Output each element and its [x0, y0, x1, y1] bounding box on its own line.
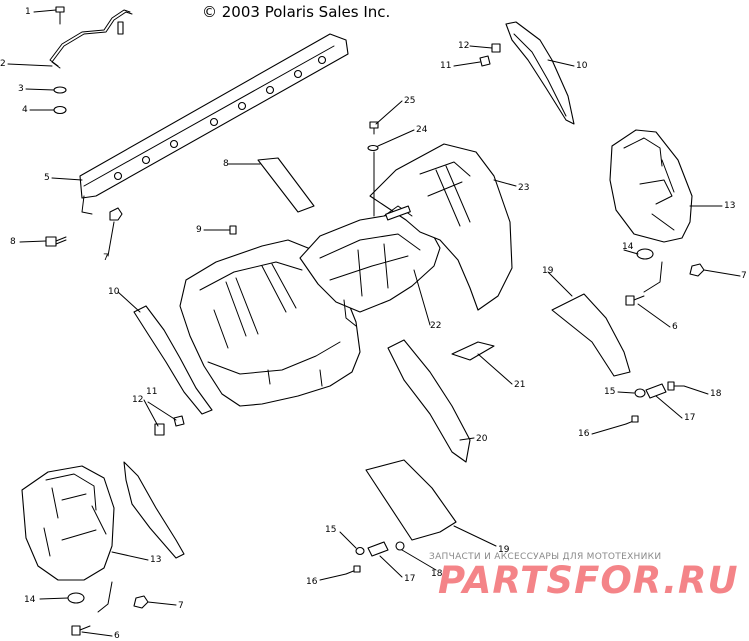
callout-18-right: 18 — [710, 389, 722, 399]
part-grommet-14-right — [636, 248, 654, 260]
part-bolt-18-right — [667, 381, 685, 391]
callout-23: 23 — [518, 183, 530, 193]
callout-3: 3 — [18, 84, 24, 94]
callout-6-right: 6 — [672, 322, 678, 332]
part-front-fender-cab — [179, 239, 361, 407]
callout-2: 2 — [0, 59, 6, 69]
part-screw-16-right — [625, 415, 639, 425]
part-nut-7 — [109, 207, 123, 221]
callout-18-lower: 18 — [431, 569, 443, 579]
callout-13-right: 13 — [724, 201, 736, 211]
watermark-logo: PARTSFOR.RU — [438, 559, 739, 602]
callout-11-left: 11 — [146, 387, 158, 397]
part-washer-17-lower — [367, 541, 389, 557]
part-nut-15-right — [634, 388, 646, 398]
part-grommet-14-left — [67, 592, 85, 604]
callout-22: 22 — [430, 321, 442, 331]
part-plate-21 — [451, 341, 495, 361]
callout-13-left: 13 — [150, 555, 162, 565]
callout-7-right: 7 — [741, 271, 747, 281]
part-screw-25 — [369, 121, 379, 135]
callout-24: 24 — [416, 125, 428, 135]
callout-6-left: 6 — [114, 631, 120, 641]
part-clip-12-upper — [491, 43, 501, 53]
part-center-frame — [299, 213, 441, 327]
callout-12-upper: 12 — [458, 41, 470, 51]
part-bolt-6-left — [71, 625, 91, 636]
part-rear-fender-23 — [369, 143, 513, 311]
part-nut-15-lower — [355, 546, 365, 556]
watermark-tagline: ЗАПЧАСТИ И АКСЕССУАРЫ ДЛЯ МОТОТЕХНИКИ — [429, 552, 662, 562]
callout-14-right: 14 — [622, 242, 634, 252]
part-nut-7-right — [689, 263, 705, 277]
part-bolt-8 — [45, 236, 67, 247]
callout-10-upper: 10 — [576, 61, 588, 71]
part-nut-11-upper — [479, 55, 491, 67]
callout-21: 21 — [514, 380, 526, 390]
callout-15-right: 15 — [604, 387, 616, 397]
part-washer-3 — [53, 86, 67, 94]
callout-12-left: 12 — [132, 395, 144, 405]
part-screw-9 — [229, 225, 237, 235]
part-bolt-6-right — [625, 295, 645, 306]
callout-8-upper: 8 — [223, 159, 229, 169]
callout-5: 5 — [44, 173, 50, 183]
callout-16-right: 16 — [578, 429, 590, 439]
part-bolt-1 — [55, 6, 65, 25]
part-flap-19-right — [551, 293, 631, 377]
callout-20: 20 — [476, 434, 488, 444]
part-plate-8 — [257, 157, 315, 213]
part-screw-16-lower — [345, 565, 361, 575]
callout-25: 25 — [404, 96, 416, 106]
callout-9: 9 — [196, 225, 202, 235]
part-washer-17-right — [645, 383, 667, 399]
part-strip-10-upper — [505, 21, 575, 125]
part-panel-13-left — [123, 461, 185, 559]
part-rod-2 — [49, 9, 133, 69]
part-strip-20 — [387, 339, 471, 463]
callout-19-right: 19 — [542, 266, 554, 276]
callout-11-upper: 11 — [440, 61, 452, 71]
leader-lines — [7, 9, 741, 637]
callout-17-lower: 17 — [404, 574, 416, 584]
part-clip-12-left — [154, 423, 165, 436]
callout-17-right: 17 — [684, 413, 696, 423]
callout-14-left: 14 — [24, 595, 36, 605]
part-strip-10-left — [133, 305, 213, 415]
part-flap-19-lower — [365, 459, 457, 541]
part-washer-24 — [367, 144, 379, 152]
callout-15-lower: 15 — [325, 525, 337, 535]
part-bushing-18-lower — [395, 541, 405, 551]
callout-7-left: 7 — [178, 601, 184, 611]
part-rack-bracket-5 — [79, 33, 349, 215]
callout-8: 8 — [10, 237, 16, 247]
part-nut-11-left — [173, 415, 185, 427]
callout-4: 4 — [22, 105, 28, 115]
callout-1: 1 — [25, 7, 31, 17]
part-footwell-13-right — [609, 129, 693, 243]
callout-16-lower: 16 — [306, 577, 318, 587]
callout-19-lower: 19 — [498, 545, 510, 555]
part-nut-7-left — [133, 595, 149, 609]
callout-10-left: 10 — [108, 287, 120, 297]
copyright-notice: © 2003 Polaris Sales Inc. — [202, 3, 391, 21]
part-footwell-13-left — [21, 465, 115, 581]
callout-7: 7 — [103, 253, 109, 263]
part-nut-4 — [53, 105, 67, 115]
